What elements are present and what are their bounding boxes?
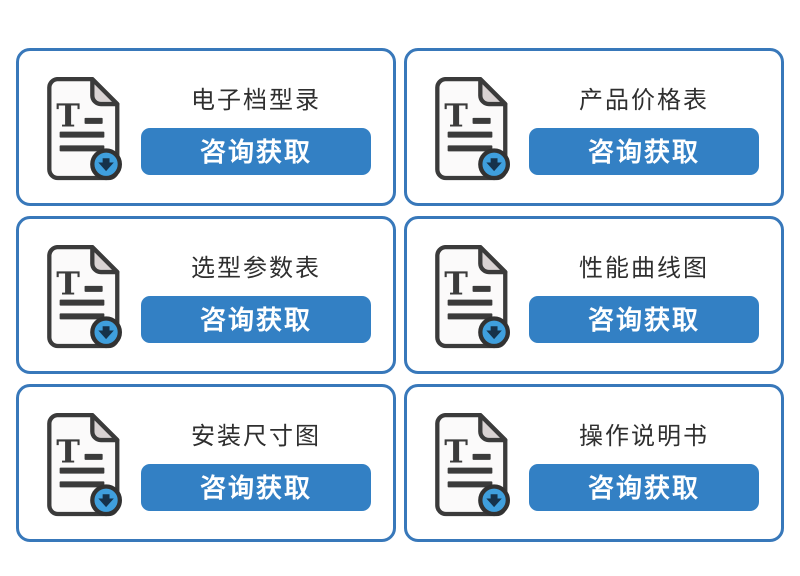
card-title: 产品价格表 [579, 86, 709, 114]
card-title: 选型参数表 [191, 254, 321, 282]
document-download-icon [39, 240, 125, 354]
consult-button[interactable]: 咨询获取 [141, 127, 371, 175]
card-title: 电子档型录 [191, 86, 321, 114]
card-title: 性能曲线图 [579, 254, 709, 282]
consult-button[interactable]: 咨询获取 [529, 295, 759, 343]
consult-button[interactable]: 咨询获取 [529, 463, 759, 511]
card-content: 性能曲线图 咨询获取 [519, 248, 769, 343]
card-content: 操作说明书 咨询获取 [519, 416, 769, 511]
document-download-icon [39, 72, 125, 186]
card-title: 安装尺寸图 [191, 422, 321, 450]
download-card-dimensions: 安装尺寸图 咨询获取 [16, 384, 396, 542]
card-content: 选型参数表 咨询获取 [131, 248, 381, 343]
consult-button[interactable]: 咨询获取 [529, 127, 759, 175]
card-content: 产品价格表 咨询获取 [519, 80, 769, 175]
consult-button[interactable]: 咨询获取 [141, 295, 371, 343]
consult-button[interactable]: 咨询获取 [141, 463, 371, 511]
download-card-pricelist: 产品价格表 咨询获取 [404, 48, 784, 206]
document-download-icon [427, 408, 513, 522]
card-content: 安装尺寸图 咨询获取 [131, 416, 381, 511]
download-card-grid: 电子档型录 咨询获取 产品价格表 咨询获取 选型参数表 咨询获取 性能曲线图 咨… [16, 48, 784, 542]
card-content: 电子档型录 咨询获取 [131, 80, 381, 175]
document-download-icon [427, 240, 513, 354]
document-download-icon [427, 72, 513, 186]
document-download-icon [39, 408, 125, 522]
download-card-curves: 性能曲线图 咨询获取 [404, 216, 784, 374]
download-card-catalog: 电子档型录 咨询获取 [16, 48, 396, 206]
card-title: 操作说明书 [579, 422, 709, 450]
download-card-manual: 操作说明书 咨询获取 [404, 384, 784, 542]
download-card-parameters: 选型参数表 咨询获取 [16, 216, 396, 374]
